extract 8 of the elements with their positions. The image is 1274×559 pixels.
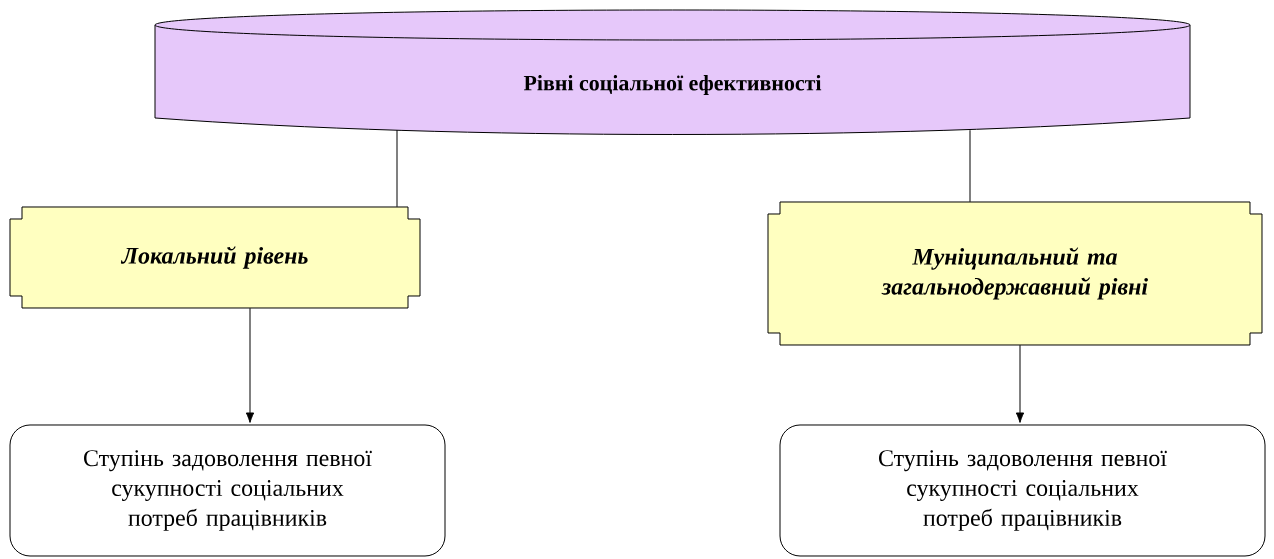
arrow [245, 307, 255, 423]
connector-line [969, 129, 971, 203]
rounded-box: Ступінь задоволення певної сукупності соціальних потреб працівників [779, 424, 1266, 557]
connector-line [396, 129, 398, 208]
plaque-box: Локальний рівень [9, 206, 421, 309]
rounded-box: Ступінь задоволення певної сукупності соціальних потреб працівників [9, 424, 446, 557]
plaque-box: Муніципальний та загальнодержавний рівні [767, 201, 1263, 346]
arrow [1015, 344, 1025, 423]
